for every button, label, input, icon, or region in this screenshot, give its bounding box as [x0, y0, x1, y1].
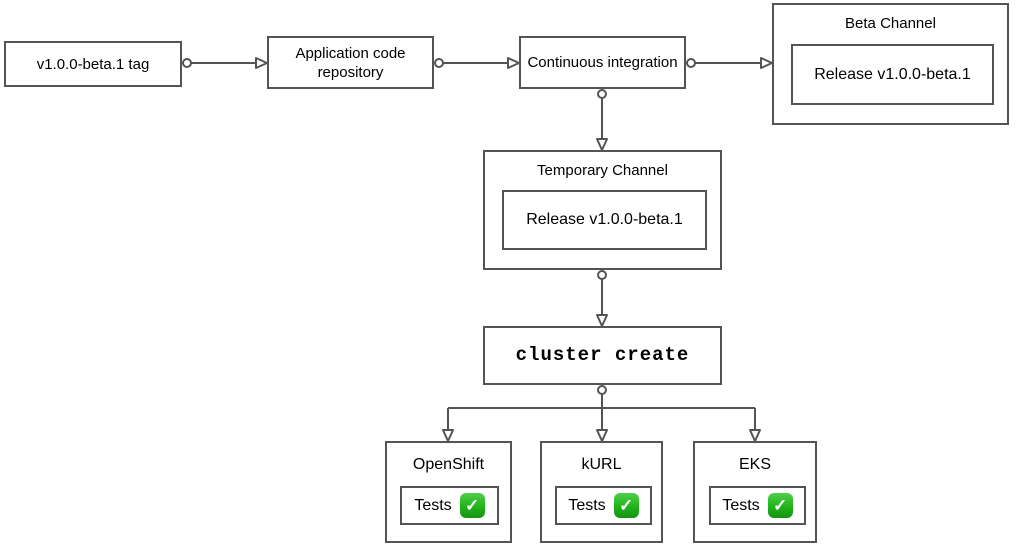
arrow-ci-to-temporary-channel	[596, 89, 608, 151]
node-beta-channel: Beta Channel Release v1.0.0-beta.1	[772, 3, 1009, 125]
check-mark-button-icon: ✓	[613, 493, 639, 518]
arrow-temporary-channel-to-cluster-create	[596, 270, 608, 327]
node-application-code-repository-label: Application code repository	[295, 44, 406, 81]
check-mark-button-icon: ✓	[459, 493, 485, 518]
node-continuous-integration: Continuous integration	[519, 36, 686, 89]
node-cluster-eks: EKS Tests ✓	[693, 441, 817, 543]
beta-channel-title: Beta Channel	[845, 15, 936, 32]
cluster-eks-title: EKS	[738, 456, 771, 473]
node-version-tag: v1.0.0-beta.1 tag	[4, 41, 182, 87]
cluster-kurl-title: kURL	[581, 456, 622, 473]
node-version-tag-label: v1.0.0-beta.1 tag	[36, 55, 150, 73]
temporary-channel-title: Temporary Channel	[537, 162, 668, 179]
node-cluster-create: cluster create	[483, 326, 722, 385]
node-continuous-integration-label: Continuous integration	[527, 54, 678, 71]
node-application-code-repository: Application code repository	[267, 36, 434, 89]
cluster-eks-tests-box: Tests ✓	[709, 486, 806, 525]
arrow-repo-to-ci	[434, 57, 520, 69]
arrow-tag-to-repo	[182, 57, 268, 69]
beta-channel-release-label: Release v1.0.0-beta.1	[814, 65, 971, 83]
check-glyph: ✓	[465, 496, 480, 515]
node-temporary-channel: Temporary Channel Release v1.0.0-beta.1	[483, 150, 722, 270]
cluster-kurl-tests-box: Tests ✓	[555, 486, 652, 525]
cluster-openshift-title: OpenShift	[412, 456, 485, 473]
tests-label: Tests	[414, 496, 452, 514]
arrow-ci-to-beta-channel	[686, 57, 773, 69]
tests-label: Tests	[568, 496, 606, 514]
temporary-channel-release-label: Release v1.0.0-beta.1	[526, 211, 683, 228]
check-glyph: ✓	[773, 496, 788, 515]
node-cluster-create-label: cluster create	[515, 344, 690, 366]
arrow-cluster-create-to-clusters	[442, 385, 761, 442]
node-cluster-openshift: OpenShift Tests ✓	[385, 441, 512, 543]
check-mark-button-icon: ✓	[767, 493, 793, 518]
cluster-openshift-tests-box: Tests ✓	[400, 486, 499, 525]
node-cluster-kurl: kURL Tests ✓	[540, 441, 663, 543]
tests-label: Tests	[722, 496, 760, 514]
beta-channel-release-box: Release v1.0.0-beta.1	[791, 44, 994, 105]
check-glyph: ✓	[619, 496, 634, 515]
temporary-channel-release-box: Release v1.0.0-beta.1	[502, 190, 707, 250]
